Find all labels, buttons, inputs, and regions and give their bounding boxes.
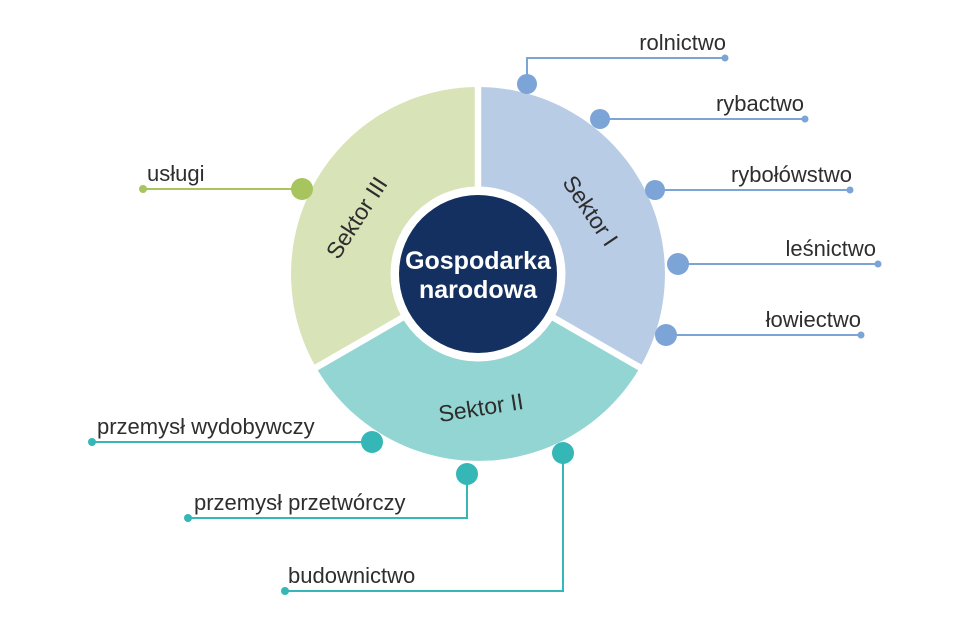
node-dot-przemysl-przetworczy: [456, 463, 478, 485]
sector-1-connectors: [526, 57, 878, 336]
node-dot-uslugi: [291, 178, 313, 200]
center-title-line1: Gospodarka: [405, 247, 551, 275]
item-label-rybolowstwo: rybołówstwo: [730, 162, 852, 187]
item-label-lowiectwo: łowiectwo: [765, 307, 861, 332]
center-title: Gospodarka narodowa: [405, 247, 551, 305]
end-dot-budownictwo: [281, 587, 289, 595]
item-label-uslugi: usługi: [147, 161, 205, 186]
sector-2-dots: [88, 431, 574, 595]
end-dot-rolnictwo: [721, 54, 729, 62]
end-dot-uslugi: [139, 185, 147, 193]
node-dot-przemysl-wydobywczy: [361, 431, 383, 453]
center-title-line2: narodowa: [418, 276, 538, 304]
end-dot-lesnictwo: [874, 260, 882, 268]
item-label-lesnictwo: leśnictwo: [785, 236, 876, 261]
node-dot-lowiectwo: [655, 324, 677, 346]
sector-1-dots: [517, 54, 882, 346]
node-dot-budownictwo: [552, 442, 574, 464]
sector-3-connectors: [139, 178, 313, 200]
item-label-budownictwo: budownictwo: [288, 563, 416, 588]
connector-budownictwo: [285, 456, 564, 592]
connector-rolnictwo: [526, 57, 725, 83]
item-label-przemysl-wydobywczy: przemysł wydobywczy: [97, 414, 315, 439]
sector-2-connectors: [92, 441, 564, 592]
end-dot-przemysl-przetworczy: [184, 514, 192, 522]
connector-przemysl-przetworczy: [188, 477, 468, 519]
sector-2-wedge: [316, 274, 640, 461]
item-label-rybactwo: rybactwo: [715, 91, 804, 116]
item-label-rolnictwo: rolnictwo: [639, 30, 726, 55]
end-dot-lowiectwo: [857, 331, 865, 339]
node-dot-rybolowstwo: [645, 180, 665, 200]
node-dot-lesnictwo: [667, 253, 689, 275]
node-dot-rolnictwo: [517, 74, 537, 94]
end-dot-rybolowstwo: [846, 186, 854, 194]
node-dot-rybactwo: [590, 109, 610, 129]
end-dot-rybactwo: [801, 115, 809, 123]
center-circle: [399, 195, 557, 353]
item-label-przemysl-przetworczy: przemysł przetwórczy: [194, 490, 406, 515]
end-dot-przemysl-wydobywczy: [88, 438, 96, 446]
